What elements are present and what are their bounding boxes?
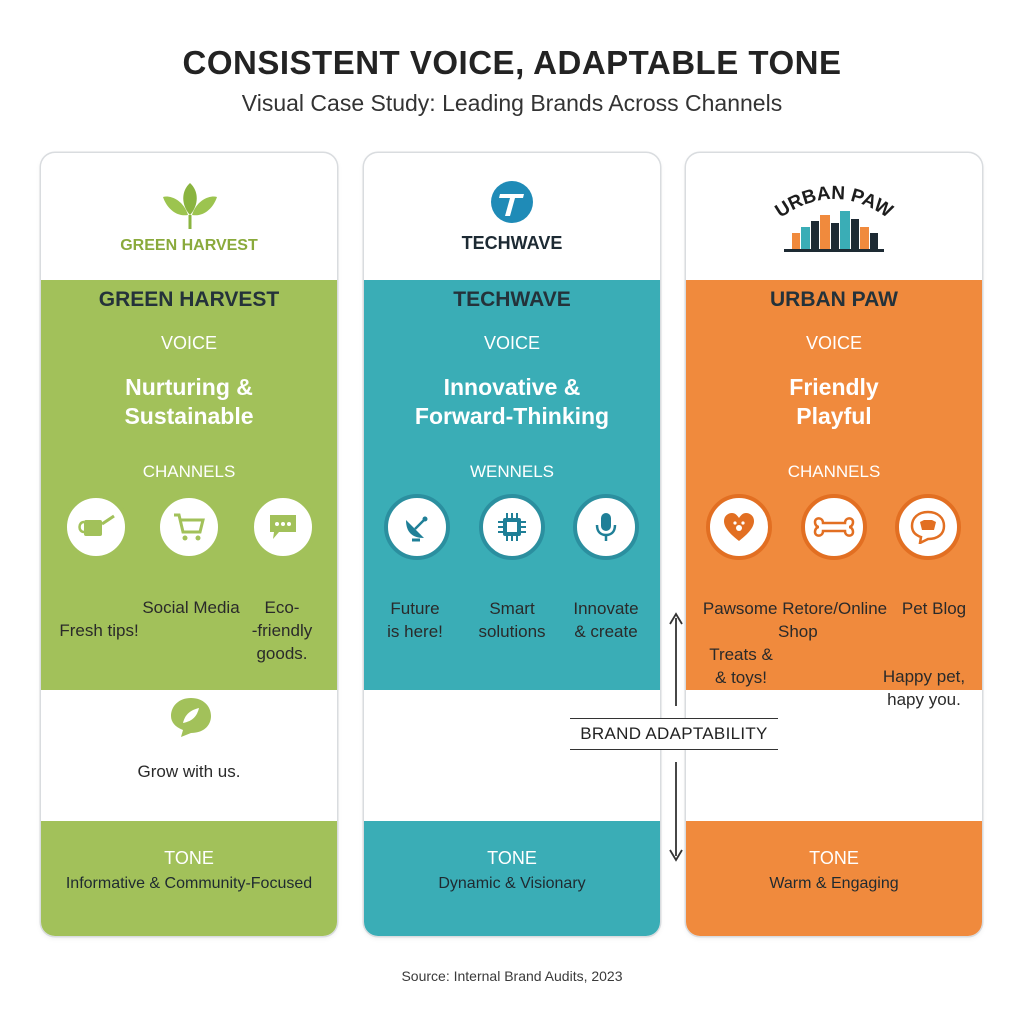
channels-label: CHANNELS bbox=[787, 462, 881, 481]
chip-icon bbox=[498, 513, 526, 541]
voice-text-line: Forward-Thinking bbox=[414, 403, 610, 429]
channel-icon-circle bbox=[384, 494, 450, 560]
voice-label: VOICE bbox=[483, 333, 540, 353]
brand-card-urban-paw: URBAN PAW URBAN PAW VOICE Friendly Playf… bbox=[686, 153, 982, 936]
channel-text: Grow with us. bbox=[137, 762, 241, 781]
voice-text-line: Playful bbox=[796, 403, 872, 429]
channels-label: WENNELS bbox=[469, 462, 555, 481]
channel-text: Fresh tips! bbox=[59, 621, 139, 640]
shopping-cart-icon bbox=[174, 513, 205, 541]
voice-label: VOICE bbox=[160, 333, 217, 353]
channel-text: Smart solutions bbox=[467, 597, 557, 643]
tone-text: Dynamic & Visionary bbox=[438, 875, 586, 892]
techwave-t-icon bbox=[491, 181, 533, 223]
brand-name: TECHWAVE bbox=[453, 288, 571, 311]
page-title: CONSISTENT VOICE, ADAPTABLE TONE bbox=[182, 44, 842, 81]
voice-text: Nurturing & Sustainable bbox=[61, 373, 317, 431]
channel-text-line: solutions bbox=[478, 622, 546, 641]
channel-icon-circle bbox=[156, 494, 222, 560]
voice-label: VOICE bbox=[805, 333, 862, 353]
brand-logo-text: URBAN PAW bbox=[772, 183, 897, 222]
channel-text-line: Eco- bbox=[264, 598, 300, 617]
channels-label: CHANNELS bbox=[142, 462, 236, 481]
bone-icon bbox=[813, 517, 855, 537]
channel-text: Pawsome Retore/Online Shop bbox=[690, 597, 900, 643]
channel-icon-circle bbox=[706, 494, 772, 560]
brand-logo-text: GREEN HARVEST bbox=[120, 237, 258, 254]
channel-icon-circle bbox=[573, 494, 639, 560]
leaf-bubble-icon bbox=[171, 698, 211, 737]
channel-text: Happy pet, hapy you. bbox=[872, 665, 976, 711]
brand-card-green-harvest: GREEN HARVEST GREEN HARVEST VOICE Nurtur… bbox=[41, 153, 337, 936]
voice-text-line: Sustainable bbox=[124, 403, 254, 429]
channel-text-line: Innovate bbox=[573, 599, 639, 618]
adaptability-arrow bbox=[669, 612, 683, 862]
channel-icon-circle bbox=[250, 494, 316, 560]
card-footer bbox=[686, 821, 982, 936]
channel-text-line: hapy you. bbox=[887, 690, 961, 709]
card-footer bbox=[41, 821, 337, 936]
chat-bubble-icon bbox=[270, 515, 296, 539]
tone-text: Informative & Community-Focused bbox=[65, 875, 313, 892]
voice-text: Innovative & Forward-Thinking bbox=[384, 373, 640, 431]
channel-text: Social Media bbox=[142, 598, 240, 617]
brand-logo-text: TECHWAVE bbox=[461, 233, 563, 253]
tone-label: TONE bbox=[809, 848, 859, 868]
channel-text-line: Smart bbox=[489, 599, 535, 618]
brand-adaptability-label: BRAND ADAPTABILITY bbox=[570, 718, 778, 750]
channel-text-line: Treats & bbox=[709, 645, 773, 664]
channel-text-line: Shop bbox=[778, 622, 818, 641]
channel-text-line: & toys! bbox=[715, 668, 767, 687]
dog-bubble-icon bbox=[910, 510, 946, 544]
microphone-icon bbox=[595, 513, 617, 541]
channel-text-line: & create bbox=[574, 622, 638, 641]
voice-text: Friendly Playful bbox=[706, 373, 962, 431]
channel-text: Treats & & toys! bbox=[696, 643, 786, 689]
heart-paw-icon bbox=[724, 513, 754, 541]
card-band bbox=[364, 280, 660, 690]
city-skyline-icon: URBAN PAW bbox=[772, 183, 897, 252]
channel-text: Innovate & create bbox=[561, 597, 651, 643]
brand-name: URBAN PAW bbox=[770, 288, 898, 311]
voice-text-line: Innovative & bbox=[443, 374, 581, 400]
channel-icon-circle bbox=[63, 494, 129, 560]
channel-text-line: goods. bbox=[256, 644, 308, 663]
brand-name: GREEN HARVEST bbox=[98, 288, 280, 311]
channel-icon-circle bbox=[801, 494, 867, 560]
card-footer bbox=[364, 821, 660, 936]
channel-text-line: is here! bbox=[387, 622, 443, 641]
source-note: Source: Internal Brand Audits, 2023 bbox=[401, 968, 623, 984]
tone-text: Warm & Engaging bbox=[769, 875, 899, 892]
page-subtitle: Visual Case Study: Leading Brands Across… bbox=[241, 90, 783, 116]
channel-icon-circle bbox=[479, 494, 545, 560]
brand-card-techwave: TECHWAVE TECHWAVE VOICE Innovative & For… bbox=[364, 153, 660, 936]
channel-text-line: Future bbox=[390, 599, 440, 618]
channel-text-line: Happy pet, bbox=[882, 667, 966, 686]
card-band bbox=[41, 280, 337, 690]
watering-can-icon bbox=[78, 514, 115, 536]
channel-icon-circle bbox=[895, 494, 961, 560]
voice-text-line: Nurturing & bbox=[125, 374, 253, 400]
channel-text-line: -friendly bbox=[251, 621, 313, 640]
channel-text: Future is here! bbox=[370, 597, 460, 643]
channel-text: Eco- -friendly goods. bbox=[237, 596, 327, 665]
satellite-dish-icon bbox=[406, 516, 428, 542]
leaves-icon bbox=[163, 183, 217, 229]
tone-label: TONE bbox=[164, 848, 214, 868]
channel-text: Pet Blog bbox=[901, 599, 967, 618]
card-band bbox=[686, 280, 982, 690]
channel-text-line: Pawsome Retore/Online bbox=[702, 599, 888, 618]
tone-label: TONE bbox=[487, 848, 537, 868]
voice-text-line: Friendly bbox=[789, 374, 879, 400]
